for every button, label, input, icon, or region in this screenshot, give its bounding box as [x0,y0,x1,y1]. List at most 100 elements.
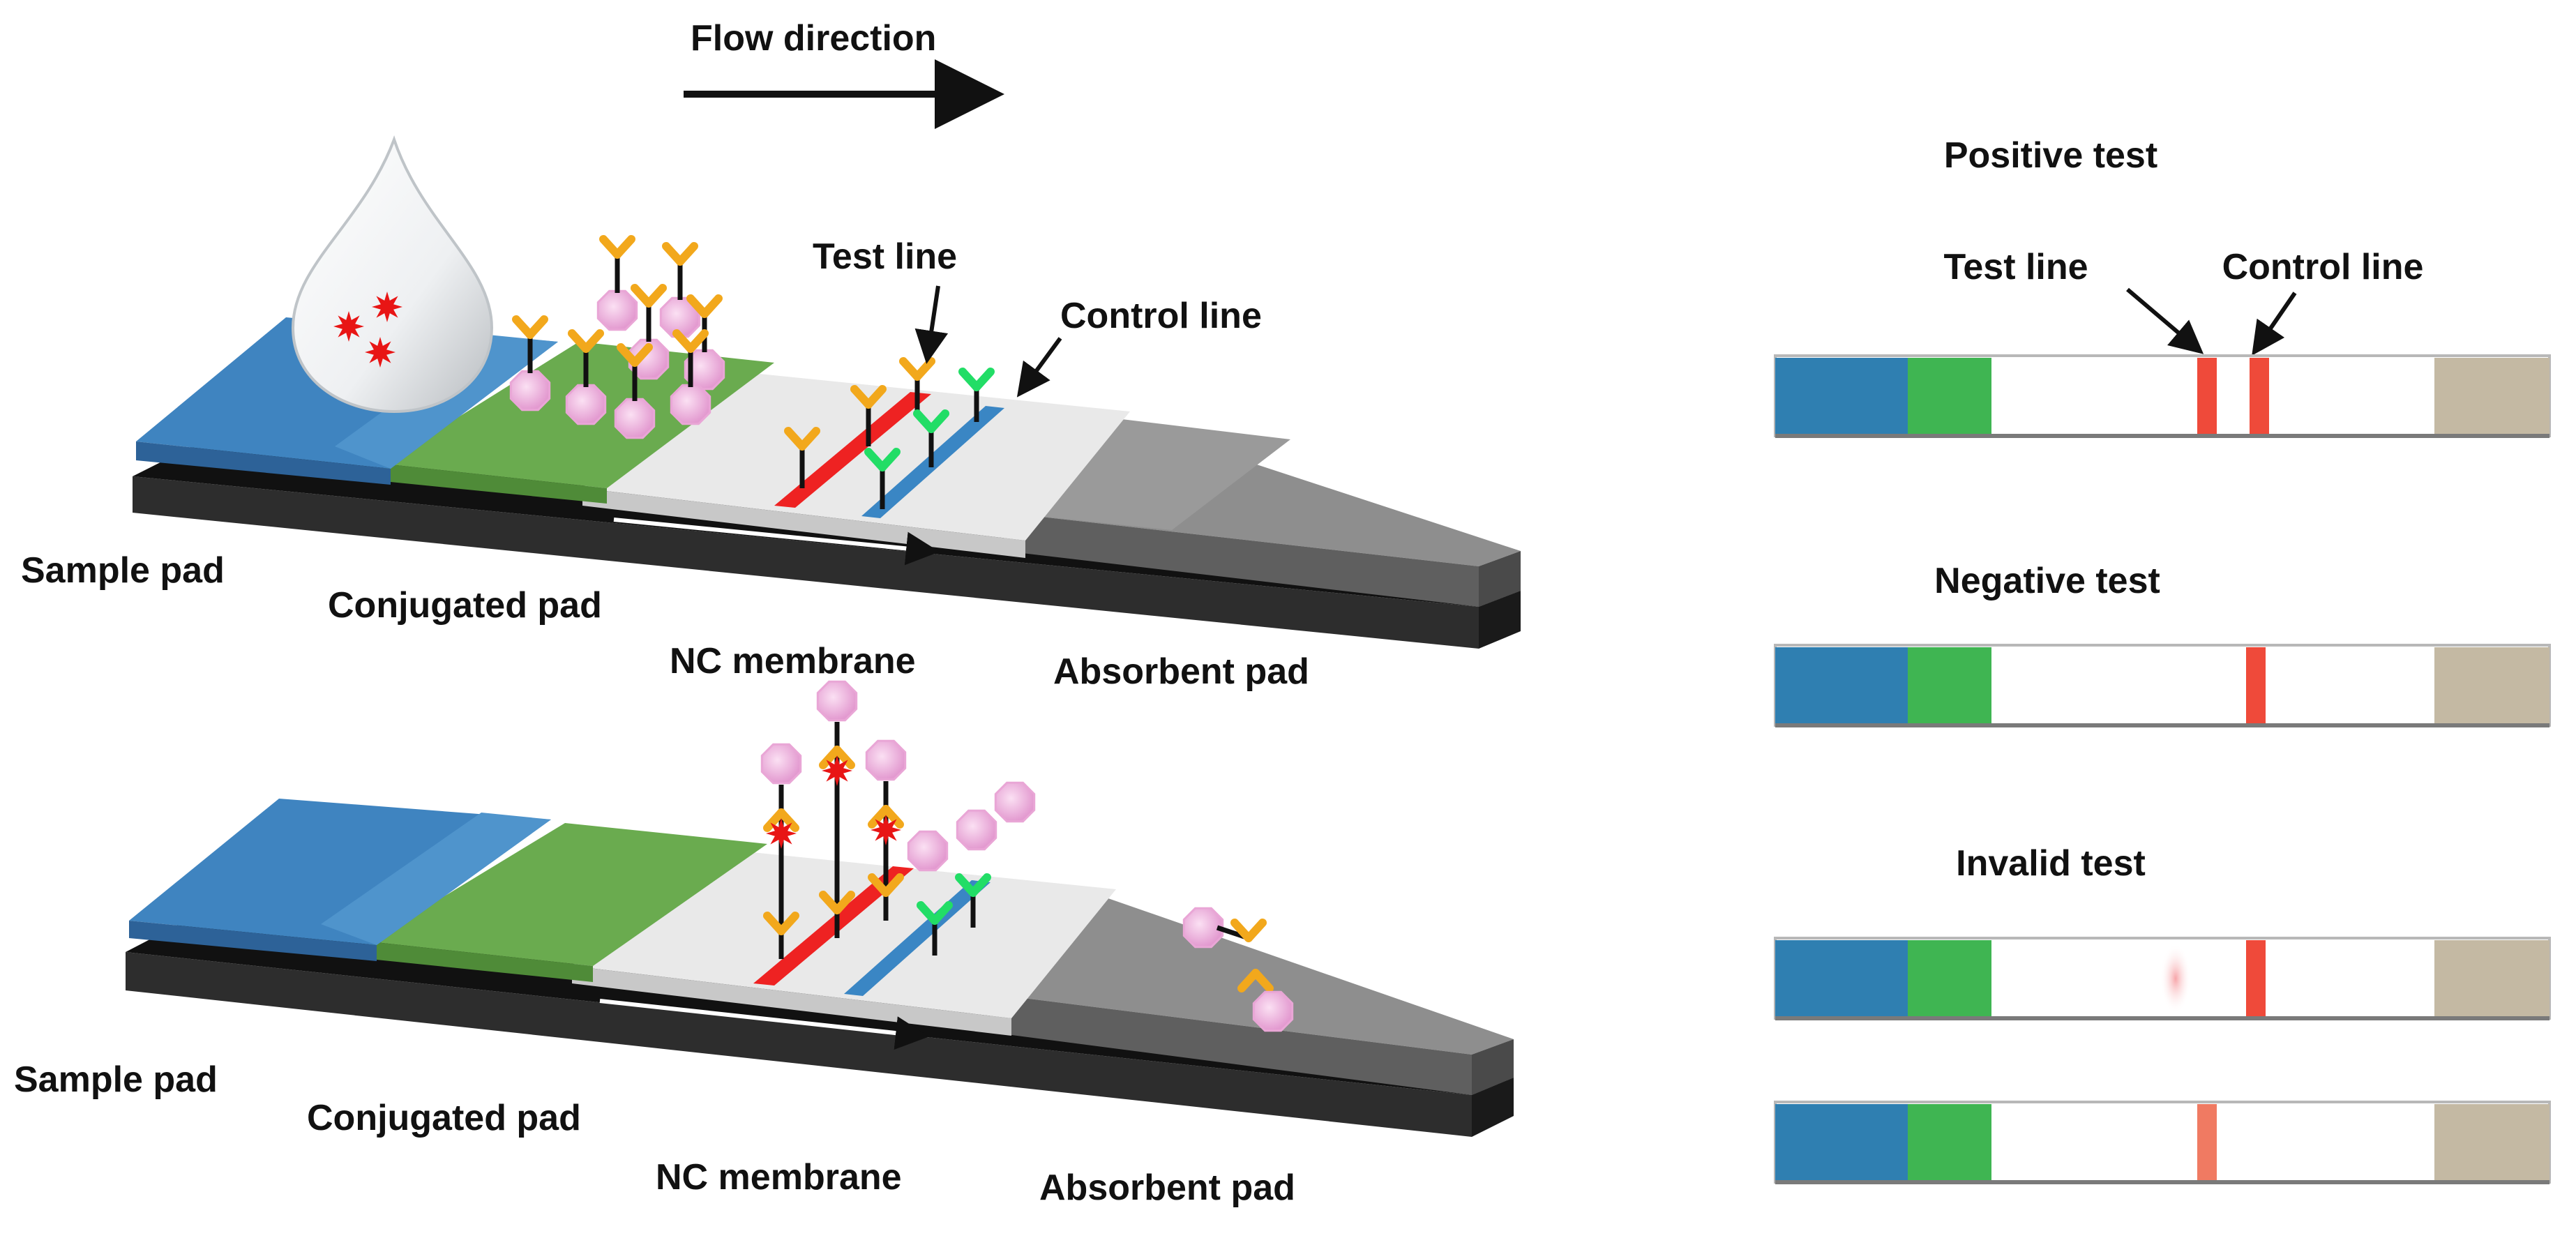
internal-flow-arrow [613,518,940,566]
sample-pad-step [335,335,558,469]
antigen-icon [766,818,797,849]
strip-shadow [1775,434,2549,438]
antibody-icon [1237,969,1274,992]
drop-antigens [333,292,402,368]
control-line-pointer [1016,337,1062,398]
antibody-icon [958,368,995,422]
strip-top: Test line Control line Sample pad Conjug… [21,135,1521,692]
conjugated-pad-label-bottom: Conjugated pad [307,1098,581,1138]
control-line-bottom [844,880,991,996]
strip-absorbent-zone [2434,940,2549,1016]
absorbent-pad-side [1479,551,1521,607]
control-line-mark [2246,940,2266,1016]
nc-membrane-label: NC membrane [670,641,916,681]
strip-shadow [1775,1180,2549,1184]
test-line-mark [2197,1104,2217,1180]
sample-pad-label: Sample pad [21,550,225,591]
gold-nanoparticle-icon [760,743,802,785]
antibody-icon [568,329,604,387]
antibody-icon [662,242,698,300]
gold-nanoparticle-icon [907,830,949,872]
antibody-icon [1230,919,1267,942]
negative-strip [1774,644,2551,727]
antibody-icon [864,448,901,509]
control-line-mark [2250,358,2269,434]
antigen-icon [372,292,402,322]
control-line-label: Control line [1060,296,1262,336]
backing-bottom-front [126,952,1472,1137]
absorbent-pad-bottom-side [1472,1039,1514,1095]
sample-drop [291,135,494,414]
strip-bottom: Sample pad Conjugated pad NC membrane Ab… [14,680,1514,1208]
control-line-mark [2246,647,2266,723]
backing-side [1479,591,1521,649]
invalid-strip-1 [1774,937,2551,1020]
antibody-icon [819,746,855,769]
positive-strip [1774,354,2551,438]
bottom-molecules [760,680,1294,1032]
antibody-icon [599,235,635,293]
positive-test-title: Positive test [1944,135,2157,176]
absorbent-pad-bottom-front [991,994,1472,1095]
result-strips [1774,354,2551,1184]
test-line-bottom [753,866,914,986]
antibody-icon [913,409,949,467]
absorbent-pad-step [1004,418,1290,530]
antibody-icon [763,808,799,832]
antibody-icon [868,805,904,829]
negative-test-title: Negative test [1934,561,2160,601]
antigen-icon [365,337,396,368]
conjugate-pad-bottom-front [370,942,593,982]
gold-nanoparticle-icon [816,680,858,722]
strip-shadow [1775,1016,2549,1020]
faint-line [2160,944,2191,1013]
top-molecules [509,235,995,509]
gold-nanoparticle-icon [865,739,907,781]
sample-pad-bottom-step [321,813,551,945]
sample-pad-bottom-front [129,921,377,961]
conjugate-pad-front [384,464,607,504]
absorbent-pad-front [1004,513,1479,607]
test-line-label: Test line [813,236,957,277]
gold-nanoparticle-icon [565,384,607,425]
gold-nanoparticle-icon [509,370,551,412]
strip-shadow [1775,723,2549,727]
antibody-icon [631,284,667,342]
positive-control-pointer [2252,292,2297,356]
strip-sample-zone [1775,358,1908,434]
gold-nanoparticle-icon [596,289,638,331]
test-line-pointer [914,285,949,364]
positive-control-line-label: Control line [2222,247,2424,287]
positive-test-line-label: Test line [1943,247,2088,287]
nc-membrane-label-bottom: NC membrane [656,1157,902,1198]
gold-nanoparticle-icon [994,781,1036,823]
strip-conjugate-zone [1908,940,1991,1016]
absorbent-pad-label-bottom: Absorbent pad [1039,1168,1295,1208]
antibody-icon [819,891,855,938]
gold-nanoparticle-icon [684,349,725,391]
antibody-icon [512,315,548,373]
strip-sample-zone [1775,1104,1908,1180]
result-panel: Positive test Test line Control line Neg… [1774,135,2551,1184]
antibody-icon [955,873,991,928]
gold-nanoparticle-icon [614,398,656,439]
gold-nanoparticle-icon [1182,907,1224,949]
backing-bottom-side [1472,1078,1514,1137]
strip-absorbent-zone [2434,1104,2549,1180]
test-line-mark [2197,358,2217,434]
antigen-icon [822,755,852,786]
antibody-icon [868,873,904,921]
antigen-icon [333,311,364,342]
invalid-test-title: Invalid test [1956,843,2146,884]
sample-pad-label-bottom: Sample pad [14,1059,218,1100]
antibody-icon [617,343,653,401]
strip-sample-zone [1775,940,1908,1016]
antibody-icon [850,385,887,446]
conjugate-pad-bottom-top [370,823,767,966]
absorbent-pad-label: Absorbent pad [1053,651,1309,692]
antibody-icon [672,329,709,387]
strip-conjugate-zone [1908,647,1991,723]
antigen-icon [871,815,901,845]
